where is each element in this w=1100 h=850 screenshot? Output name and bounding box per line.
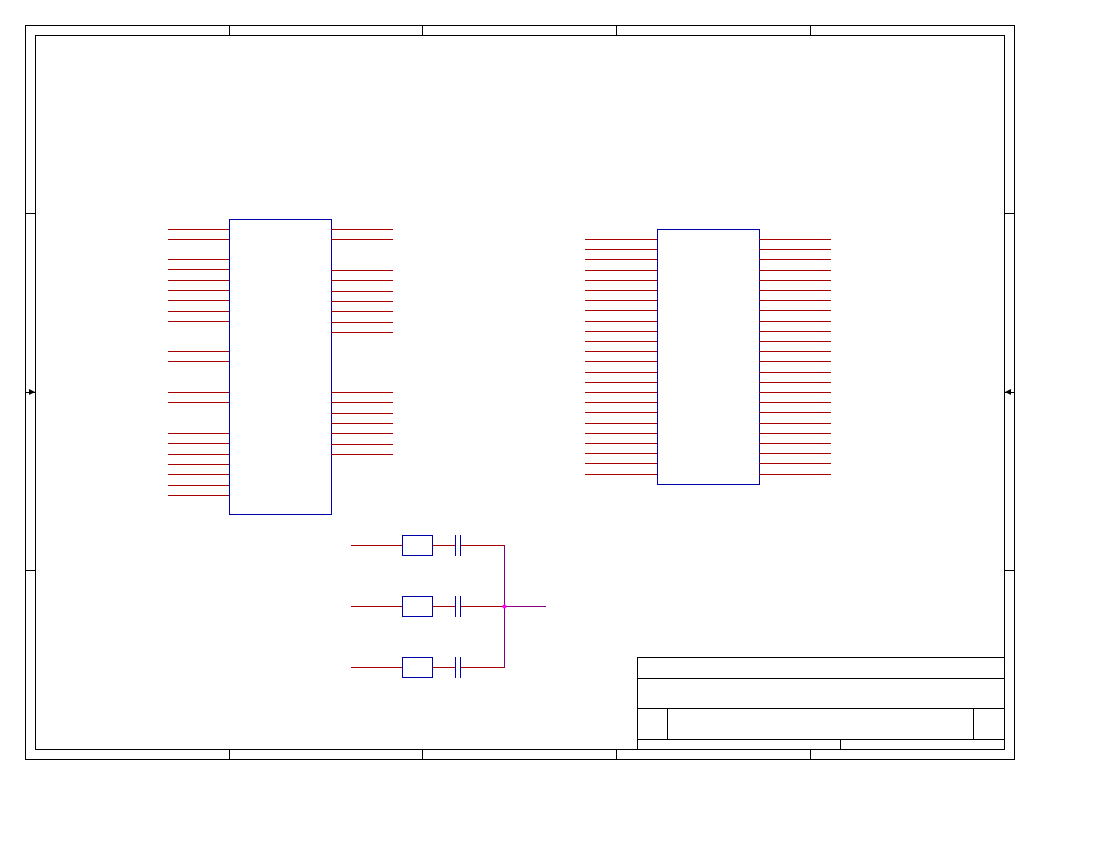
component-u2[interactable] [585, 229, 831, 485]
component-u1[interactable] [168, 219, 393, 515]
resistor[interactable] [402, 535, 433, 556]
u2-body[interactable] [657, 229, 760, 485]
resistor[interactable] [402, 596, 433, 617]
u1-body[interactable] [229, 219, 332, 515]
title-block [637, 657, 1005, 750]
sheet-border [25, 25, 1015, 760]
resistor[interactable] [402, 657, 433, 678]
filter-network[interactable] [351, 535, 546, 678]
junction-dot-icon [502, 604, 507, 609]
title-block-frame [637, 657, 1005, 750]
